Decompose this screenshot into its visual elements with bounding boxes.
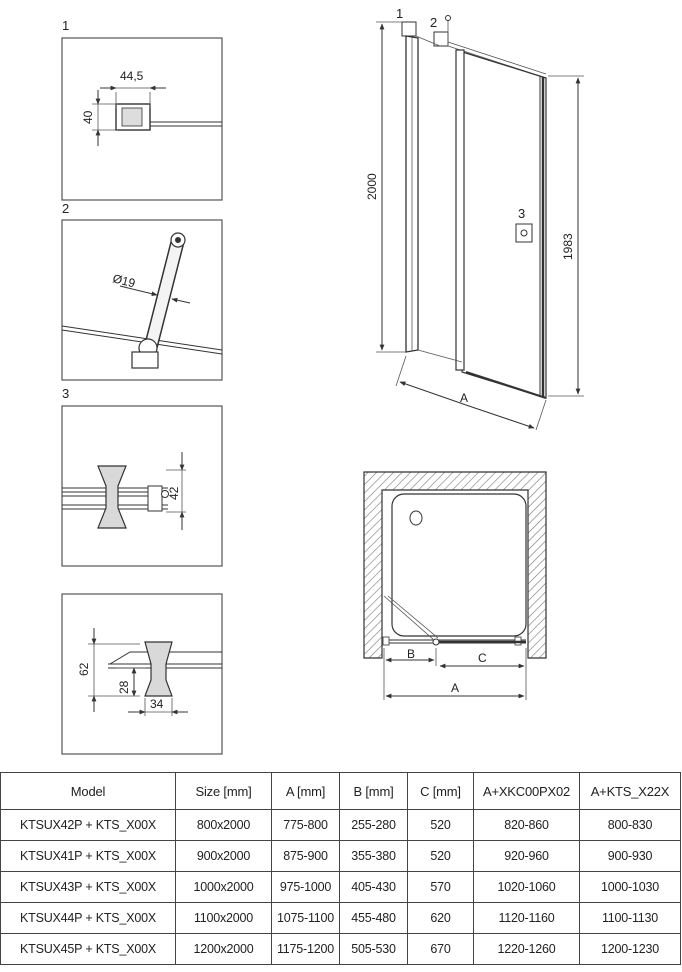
table-row: KTSUX42P + KTS_X00X 800x2000 775-800 255… — [0, 809, 681, 841]
detail-2-label: 2 — [62, 201, 69, 216]
dim-A-elevation: A — [460, 391, 468, 405]
cell-a-xkc: 1020-1060 — [473, 871, 580, 903]
cell-size: 1100x2000 — [175, 902, 272, 934]
cell-a: 1175-1200 — [271, 933, 340, 965]
cell-a: 1075-1100 — [271, 902, 340, 934]
detail-1-label: 1 — [62, 18, 69, 33]
cell-a-xkc: 1120-1160 — [473, 902, 580, 934]
header-a-kts: A+KTS_X22X — [579, 772, 681, 810]
cell-model: KTSUX44P + KTS_X00X — [0, 902, 176, 934]
technical-drawing: 1 44,5 40 2 Ø19 3 — [61, 6, 584, 755]
header-b: B [mm] — [339, 772, 408, 810]
table-row: KTSUX44P + KTS_X00X 1100x2000 1075-1100 … — [0, 902, 681, 934]
detail-3: 3 42 — [61, 386, 223, 567]
cell-a-xkc: 1220-1260 — [473, 933, 580, 965]
detail-2: 2 Ø19 — [61, 201, 223, 381]
cell-b: 405-430 — [339, 871, 408, 903]
callout-3: 3 — [518, 206, 525, 221]
detail-4-frame — [61, 593, 223, 755]
header-a: A [mm] — [271, 772, 340, 810]
detail-1: 1 44,5 40 — [61, 18, 223, 201]
cell-size: 900x2000 — [175, 840, 272, 872]
cell-b: 505-530 — [339, 933, 408, 965]
table-row: KTSUX43P + KTS_X00X 1000x2000 975-1000 4… — [0, 871, 681, 903]
cell-c: 520 — [407, 840, 474, 872]
cell-b: 455-480 — [339, 902, 408, 934]
callout-2: 2 — [430, 15, 437, 30]
spec-table: Model Size [mm] A [mm] B [mm] C [mm] A+X… — [0, 772, 681, 965]
cell-a-kts: 1200-1230 — [579, 933, 681, 965]
dim-C-plan: C — [478, 651, 487, 665]
detail-4: 62 28 34 — [61, 593, 223, 755]
cell-c: 570 — [407, 871, 474, 903]
cell-c: 670 — [407, 933, 474, 965]
elevation-view: 1 2 3 2000 1983 A — [365, 6, 584, 431]
cell-size: 1000x2000 — [175, 871, 272, 903]
cell-b: 355-380 — [339, 840, 408, 872]
dim-B-plan: B — [407, 647, 415, 661]
dim-diameter-19: Ø19 — [111, 271, 137, 290]
dim-2000: 2000 — [365, 173, 379, 200]
cell-model: KTSUX42P + KTS_X00X — [0, 809, 176, 841]
plan-view: B C A — [363, 471, 547, 700]
cell-a: 975-1000 — [271, 871, 340, 903]
cell-a-kts: 1100-1130 — [579, 902, 681, 934]
dim-34: 34 — [150, 697, 164, 711]
header-c: C [mm] — [407, 772, 474, 810]
detail-3-label: 3 — [62, 386, 69, 401]
cell-a: 875-900 — [271, 840, 340, 872]
handle-knob-side-shape — [144, 641, 173, 697]
header-a-xkc: A+XKC00PX02 — [473, 772, 580, 810]
cell-a-xkc: 920-960 — [473, 840, 580, 872]
dim-44-5: 44,5 — [120, 69, 144, 83]
handle-marker — [515, 223, 533, 243]
cell-a-kts: 900-930 — [579, 840, 681, 872]
wall-hatch — [363, 471, 547, 659]
cell-a-xkc: 820-860 — [473, 809, 580, 841]
dim-42: 42 — [167, 486, 181, 500]
cell-size: 800x2000 — [175, 809, 272, 841]
table-row: KTSUX41P + KTS_X00X 900x2000 875-900 355… — [0, 840, 681, 872]
cell-a-kts: 800-830 — [579, 809, 681, 841]
cell-a: 775-800 — [271, 809, 340, 841]
cell-model: KTSUX43P + KTS_X00X — [0, 871, 176, 903]
header-model: Model — [0, 772, 176, 810]
callout-1: 1 — [396, 6, 403, 21]
shower-tray-shape — [391, 493, 527, 637]
dim-A-plan: A — [451, 681, 459, 695]
cell-a-kts: 1000-1030 — [579, 871, 681, 903]
dim-28: 28 — [117, 680, 131, 694]
dim-40: 40 — [81, 110, 95, 124]
cell-c: 620 — [407, 902, 474, 934]
detail-3-frame — [61, 405, 223, 567]
dim-1983: 1983 — [561, 233, 575, 260]
cell-c: 520 — [407, 809, 474, 841]
table-row: KTSUX45P + KTS_X00X 1200x2000 1175-1200 … — [0, 933, 681, 965]
cell-size: 1200x2000 — [175, 933, 272, 965]
dim-62: 62 — [77, 662, 91, 676]
header-size: Size [mm] — [175, 772, 272, 810]
handle-knob-shape — [97, 465, 127, 529]
cell-model: KTSUX41P + KTS_X00X — [0, 840, 176, 872]
table-header-row: Model Size [mm] A [mm] B [mm] C [mm] A+X… — [0, 772, 681, 810]
cell-model: KTSUX45P + KTS_X00X — [0, 933, 176, 965]
cell-b: 255-280 — [339, 809, 408, 841]
